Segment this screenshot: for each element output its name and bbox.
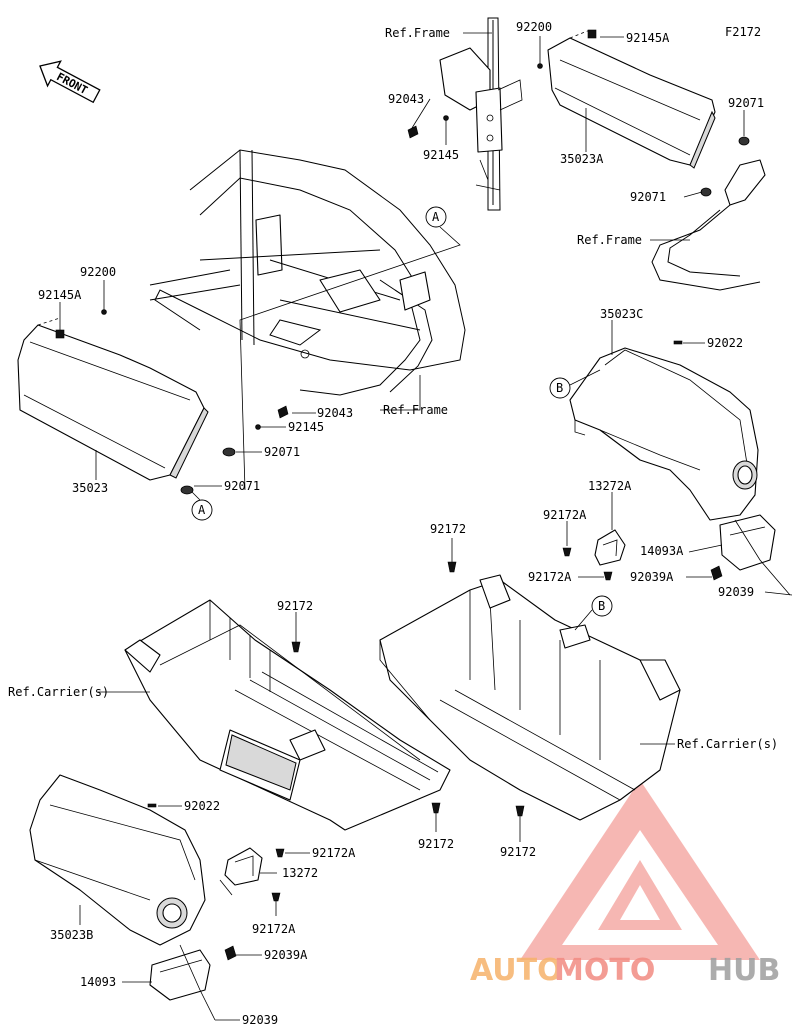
watermark-auto: AUTO bbox=[470, 953, 563, 988]
carrier-left bbox=[124, 599, 451, 831]
screw-92172A-left-b bbox=[271, 892, 281, 902]
label-92071-right: 92071 bbox=[728, 96, 764, 110]
fastener-92200-mid bbox=[101, 309, 107, 315]
label-92172A-left-b: 92172A bbox=[252, 922, 296, 936]
frame-assembly-middle bbox=[149, 149, 466, 396]
label-92172A-right-a: 92172A bbox=[543, 508, 587, 522]
part-13272 bbox=[219, 847, 263, 896]
screw-92172A-right-b bbox=[603, 571, 613, 581]
part-14093A bbox=[719, 514, 776, 571]
label-13272: 13272 bbox=[282, 866, 318, 880]
part-35023 bbox=[17, 317, 209, 481]
frame-bracket-top bbox=[439, 17, 523, 211]
label-ref-carrier-left: Ref.Carrier(s) bbox=[8, 685, 109, 699]
fastener-92022-left bbox=[147, 803, 157, 808]
label-92145A-mid: 92145A bbox=[38, 288, 82, 302]
screw-92172-right-top bbox=[447, 561, 457, 573]
label-ref-carrier-right: Ref.Carrier(s) bbox=[677, 737, 778, 751]
label-92200-mid: 92200 bbox=[80, 265, 116, 279]
label-92172A-right-b: 92172A bbox=[528, 570, 572, 584]
screw-92172A-right-a bbox=[562, 547, 572, 557]
label-35023A: 35023A bbox=[560, 152, 604, 166]
svg-text:B: B bbox=[598, 599, 605, 613]
label-92039A-left: 92039A bbox=[264, 948, 308, 962]
label-14093: 14093 bbox=[80, 975, 116, 989]
fastener-92043-mid bbox=[277, 405, 289, 419]
label-92043-mid: 92043 bbox=[317, 406, 353, 420]
part-14093 bbox=[149, 949, 211, 1001]
watermark-logo bbox=[520, 780, 760, 960]
callout-b-right: B bbox=[549, 377, 571, 399]
watermark-hub: HUB bbox=[708, 953, 780, 988]
watermark-moto: MOTO bbox=[554, 953, 655, 988]
fastener-92145-top bbox=[443, 115, 449, 121]
label-ref-frame-mid: Ref.Frame bbox=[383, 403, 448, 417]
label-92022-left: 92022 bbox=[184, 799, 220, 813]
grommet-92071-d bbox=[180, 485, 194, 495]
fastener-92145-mid bbox=[255, 424, 261, 430]
svg-text:A: A bbox=[198, 503, 206, 517]
cable-92039-left bbox=[179, 944, 216, 1021]
svg-text:B: B bbox=[556, 381, 563, 395]
label-92172A-left-a: 92172A bbox=[312, 846, 356, 860]
fastener-92043-top bbox=[407, 125, 419, 139]
label-35023: 35023 bbox=[72, 481, 108, 495]
part-13272A bbox=[594, 529, 626, 566]
label-92145-mid: 92145 bbox=[288, 420, 324, 434]
front-arrow: FRONT bbox=[39, 60, 101, 104]
label-92172-left-bottom: 92172 bbox=[418, 837, 454, 851]
fastener-92145A-mid bbox=[55, 329, 65, 339]
label-92200-top: 92200 bbox=[516, 20, 552, 34]
part-35023C bbox=[569, 347, 759, 521]
label-92145-top: 92145 bbox=[423, 148, 459, 162]
part-35023A bbox=[547, 29, 716, 169]
label-14093A: 14093A bbox=[640, 544, 684, 558]
label-92172-left-top: 92172 bbox=[277, 599, 313, 613]
watermark-text: AUTO MOTO HUB bbox=[470, 953, 780, 988]
grommet-92071-a bbox=[738, 136, 750, 146]
label-92022-right: 92022 bbox=[707, 336, 743, 350]
frame-bracket-right bbox=[651, 159, 766, 291]
screw-92172-left-bottom bbox=[431, 802, 441, 814]
carrier-right bbox=[379, 574, 681, 821]
fastener-92200-top bbox=[537, 63, 543, 69]
callout-a-top: A bbox=[425, 206, 447, 228]
label-92039-left: 92039 bbox=[242, 1013, 278, 1027]
label-92071-mid: 92071 bbox=[630, 190, 666, 204]
screw-92172-right-bottom bbox=[515, 805, 525, 817]
front-arrow-label: FRONT bbox=[54, 70, 90, 97]
label-13272A: 13272A bbox=[588, 479, 632, 493]
callout-b-bottom: B bbox=[591, 595, 613, 617]
label-92043-top: 92043 bbox=[388, 92, 424, 106]
grommet-92071-c bbox=[222, 447, 236, 457]
screw-92172A-left-a bbox=[275, 848, 285, 858]
label-35023C: 35023C bbox=[600, 307, 643, 321]
fastener-92022-right bbox=[673, 340, 683, 345]
label-ref-frame-top: Ref.Frame bbox=[385, 26, 450, 40]
grommet-92071-b bbox=[700, 187, 712, 197]
label-92039A-right: 92039A bbox=[630, 570, 674, 584]
svg-text:A: A bbox=[432, 210, 440, 224]
callout-a-bottom: A bbox=[191, 499, 213, 521]
label-92071-mid-b: 92071 bbox=[224, 479, 260, 493]
label-35023B: 35023B bbox=[50, 928, 93, 942]
diagram-code: F2172 bbox=[725, 25, 761, 39]
label-92145A-top: 92145A bbox=[626, 31, 670, 45]
clip-92039A-right bbox=[710, 565, 723, 581]
screw-92172-left-top bbox=[291, 641, 301, 653]
label-92172-right-bottom: 92172 bbox=[500, 845, 536, 859]
fastener-92145A-top bbox=[587, 29, 597, 39]
label-92172-right-top: 92172 bbox=[430, 522, 466, 536]
cable-92039-right bbox=[734, 519, 791, 596]
label-92071-mid-a: 92071 bbox=[264, 445, 300, 459]
label-ref-frame-right: Ref.Frame bbox=[577, 233, 642, 247]
label-92039-right: 92039 bbox=[718, 585, 754, 599]
clip-92039A-left bbox=[224, 945, 237, 961]
part-35023B bbox=[29, 774, 206, 946]
